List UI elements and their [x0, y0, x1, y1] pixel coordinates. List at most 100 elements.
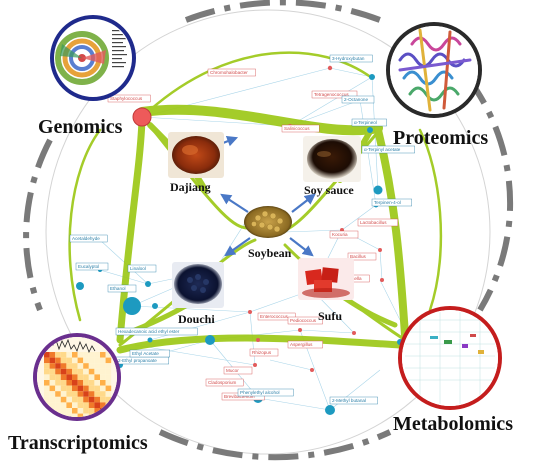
heatmap-cell [55, 352, 61, 358]
heatmap-cell [60, 374, 67, 380]
metabolite-node-label-box [107, 284, 137, 293]
metabolite-node-label: Phenylethyl alcohol [240, 390, 280, 395]
microbe-node-label: Staphylococcus [110, 96, 143, 101]
heatmap-cell [49, 402, 56, 408]
sufu-label: Sufu [318, 309, 342, 323]
metabolite-node-label-box [115, 327, 198, 336]
metabolite-node-label-box [69, 234, 108, 243]
metabolite-node-label: Terpinen-4-ol [374, 200, 401, 205]
heatmap-cell [72, 368, 78, 375]
heatmap-cell [72, 408, 78, 414]
metabolite-node-label: Ethanol [110, 286, 126, 291]
metabolite-node-label-box [75, 262, 109, 271]
heatmap-cell [83, 357, 89, 364]
microbe-node-label: Brevibacterium [224, 394, 255, 399]
genomics-image [50, 15, 136, 101]
microbe-node-label-box [223, 366, 253, 375]
microbe-node-label-box [205, 378, 244, 387]
microbe-node-label-box [347, 252, 377, 261]
heatmap-cell [72, 357, 78, 364]
proteomics-label: Proteomics [393, 127, 488, 149]
microbe-node-label-box [287, 340, 323, 349]
heatmap-cell [83, 385, 89, 392]
heatmap-cell [66, 385, 72, 392]
heatmap-cell [66, 357, 72, 364]
heatmap-cell [66, 391, 72, 397]
heatmap-cell [55, 385, 61, 392]
heatmap-cell [94, 380, 100, 386]
metabolite-node-label: Ethyl Acetate [132, 351, 159, 356]
metabolite-node-label-box [129, 349, 170, 358]
heatmap-cell [66, 413, 72, 417]
heatmap-cell [44, 352, 50, 358]
heatmap-cell [83, 380, 89, 386]
heatmap-cell [83, 413, 89, 417]
heatmap-cell [100, 385, 106, 392]
dajiang-photo [168, 132, 224, 178]
microbe-node-label-box [281, 124, 320, 133]
heatmap-cell [55, 396, 61, 403]
heatmap-cell [83, 391, 89, 397]
microbe-node-label-box [329, 230, 359, 239]
heatmap-cell [105, 391, 112, 397]
microbe-node-label: Tetragenococcus [314, 92, 349, 97]
microbe-node-label: Aspergillus [290, 342, 313, 347]
network-node-labels: StaphylococcusChromohalobacterSalinicocc… [69, 54, 457, 405]
metabolite-node-label-box [237, 388, 294, 397]
heatmap-cell [72, 391, 78, 397]
metabolite-node-label-box [361, 145, 415, 154]
metabolite-node-label: 3-Hydroxybutan [332, 56, 365, 61]
heatmap-cell [44, 391, 50, 397]
heatmap-cell [49, 396, 56, 403]
heatmap-cell [88, 391, 95, 397]
heatmap-cell [94, 363, 100, 369]
heatmap-cell [77, 402, 84, 408]
heatmap-cell [60, 380, 67, 386]
heatmap-cell [105, 413, 112, 417]
soybean-label: Soybean [248, 246, 292, 260]
microbe-node-label-box [311, 90, 358, 99]
heatmap-cell [88, 385, 95, 392]
heatmap-cell [105, 385, 112, 392]
soy-sauce-photo [303, 136, 361, 182]
soybean-photo [244, 206, 292, 238]
heatmap-cell [83, 402, 89, 408]
heatmap-cell [100, 357, 106, 364]
metabolite-node-label: Acetaldehyde [72, 236, 100, 241]
heatmap-cell [100, 413, 106, 417]
metabolite-node-label-box [351, 118, 387, 127]
heatmap-cell [83, 352, 89, 358]
heatmap-cell [55, 402, 61, 408]
heatmap-cell [88, 357, 95, 364]
microbe-node-label: Chromohalobacter [210, 70, 248, 75]
metabolomics-image [398, 306, 502, 410]
heatmap-cell [83, 374, 89, 380]
heatmap-cell [77, 357, 84, 364]
soy-sauce-label: Soy sauce [304, 183, 354, 197]
metabolite-node-label-box [127, 264, 157, 273]
heatmap-cell [94, 368, 100, 375]
metabolite-node-label: Hexadecanoic acid ethyl ester [118, 329, 180, 334]
heatmap-cell [55, 374, 61, 380]
metabolite-node-label-box [371, 198, 412, 207]
heatmap-cell [44, 385, 50, 392]
metabolite-node-label-box [329, 54, 373, 63]
heatmap-cell [77, 352, 84, 358]
microbe-node-label: Cladosporium [208, 380, 237, 385]
heatmap-cell [88, 368, 95, 375]
heatmap-cell [77, 408, 84, 414]
heatmap-cell [55, 391, 61, 397]
outer-dashed-ring [23, 0, 514, 461]
heatmap-cell [49, 380, 56, 386]
heatmap-cell [100, 363, 106, 369]
heatmap-cell [60, 368, 67, 375]
heatmap-cell [66, 352, 72, 358]
heatmap-cell [105, 396, 112, 403]
heatmap-cell [100, 380, 106, 386]
heatmap-cell [49, 385, 56, 392]
douchi-label: Douchi [178, 312, 215, 326]
transcriptomics-heatmap [44, 352, 112, 417]
heatmap-cell [55, 408, 61, 414]
heatmap-cell [105, 363, 112, 369]
heatmap-cell [77, 413, 84, 417]
